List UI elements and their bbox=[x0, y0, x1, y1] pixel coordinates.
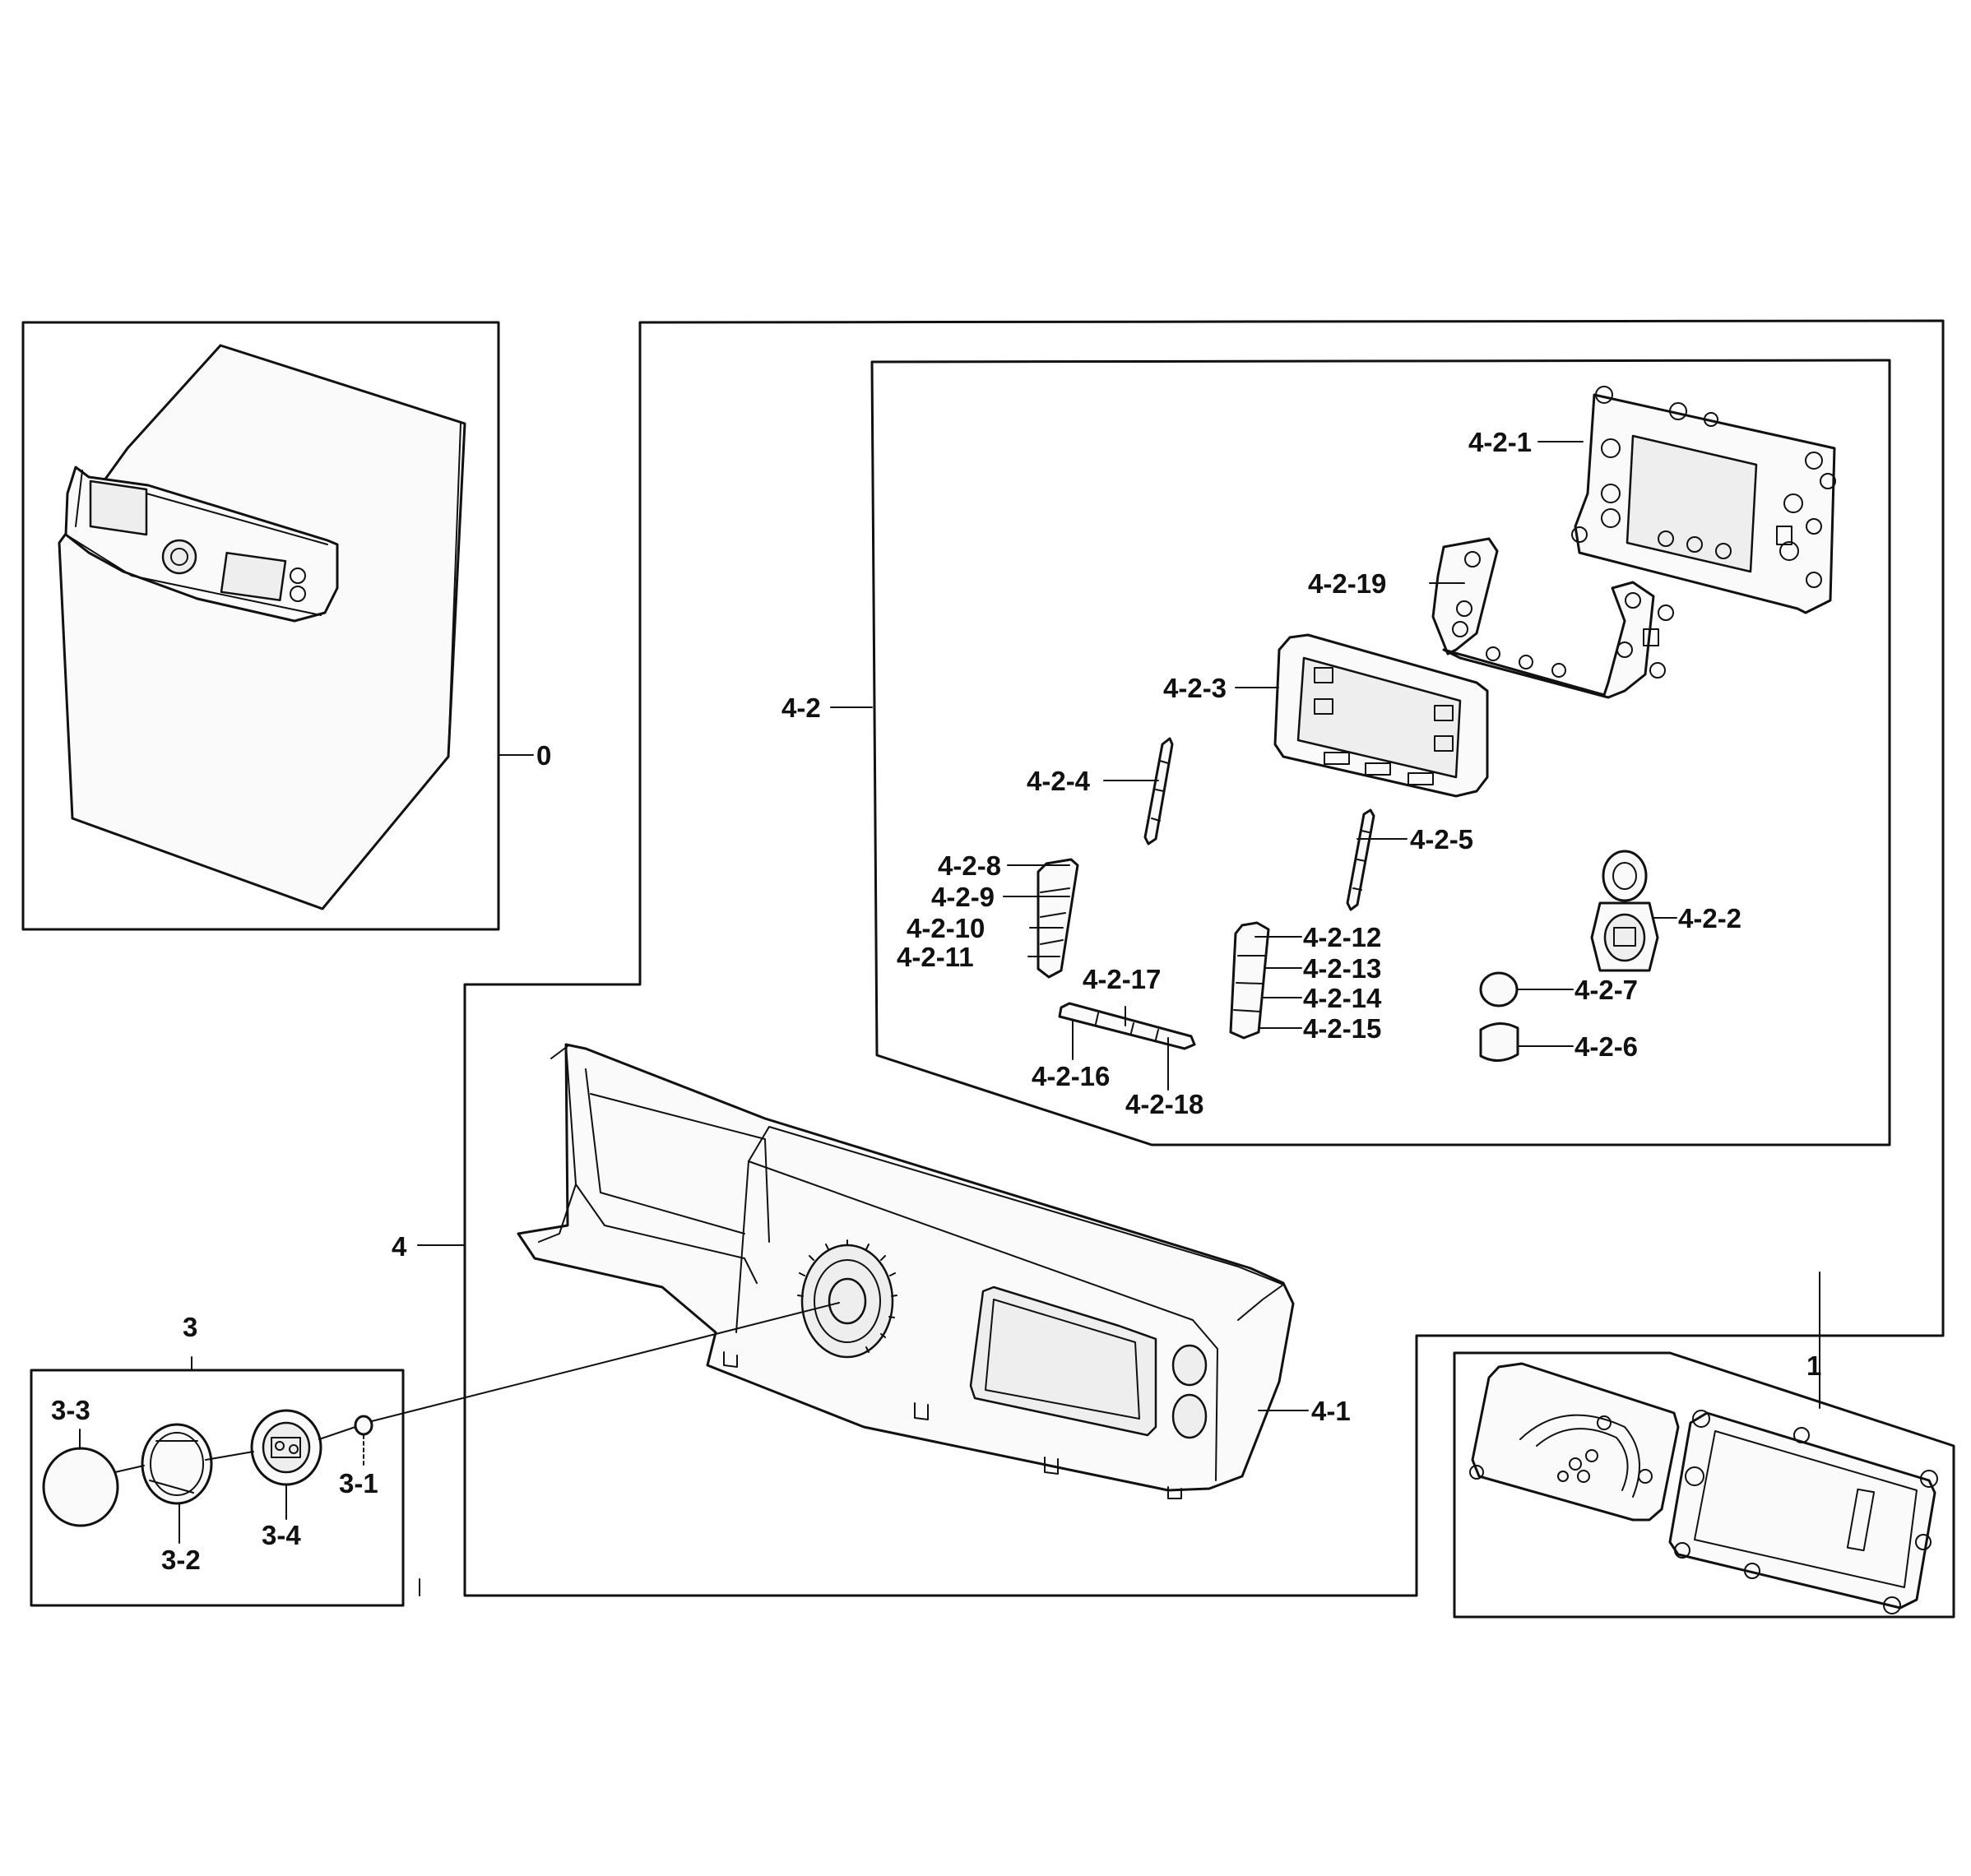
label-4-2-7: 4-2-7 bbox=[1574, 975, 1638, 1005]
label-4-2-5: 4-2-5 bbox=[1410, 824, 1473, 855]
label-3-4: 3-4 bbox=[262, 1520, 301, 1550]
label-4-2-8: 4-2-8 bbox=[938, 850, 1001, 881]
label-4-2-10: 4-2-10 bbox=[907, 913, 985, 943]
knob-assembly-part-3 bbox=[42, 1409, 373, 1527]
callout-labels: 0 1 3 3-1 3-2 3-3 3-4 4 4-1 4-2 4-2-1 4-… bbox=[51, 427, 1821, 1575]
label-4-2-6: 4-2-6 bbox=[1574, 1031, 1638, 1062]
label-4-2-14: 4-2-14 bbox=[1303, 983, 1382, 1013]
bracket-4-2-5 bbox=[1346, 808, 1375, 911]
bracket-4-2-4 bbox=[1143, 737, 1174, 845]
control-panel-frame-illustration bbox=[517, 1043, 1295, 1499]
pcb-board-4-2-1 bbox=[1571, 386, 1836, 614]
group-box-4-2 bbox=[870, 359, 1891, 1146]
group-box-4 bbox=[463, 319, 1945, 1597]
label-4-2-16: 4-2-16 bbox=[1032, 1061, 1110, 1091]
assembled-dryer-top-illustration bbox=[58, 344, 466, 910]
label-4-2-12: 4-2-12 bbox=[1303, 922, 1381, 952]
label-4-2-3: 4-2-3 bbox=[1163, 673, 1227, 703]
label-4-2: 4-2 bbox=[781, 692, 821, 723]
bar-button-4-2-16-to-18 bbox=[1058, 1002, 1196, 1050]
knob-cap-3-3 bbox=[42, 1447, 119, 1527]
button-strip-4-2-12-to-15 bbox=[1229, 921, 1270, 1040]
pcb-assembly-part-1 bbox=[1469, 1362, 1938, 1614]
display-holder-4-2-3 bbox=[1273, 633, 1489, 798]
group-box-0 bbox=[21, 321, 500, 931]
label-4-2-17: 4-2-17 bbox=[1083, 964, 1161, 994]
label-4-2-18: 4-2-18 bbox=[1125, 1089, 1203, 1119]
leader-lines bbox=[79, 441, 1820, 1596]
label-3-3: 3-3 bbox=[51, 1395, 90, 1425]
label-3-2: 3-2 bbox=[161, 1545, 201, 1575]
group-box-3 bbox=[30, 1369, 405, 1607]
label-4-1: 4-1 bbox=[1311, 1396, 1351, 1426]
knob-holder-4-2-2 bbox=[1590, 850, 1659, 972]
switch-board-4-2-19 bbox=[1431, 537, 1674, 699]
label-4-2-9: 4-2-9 bbox=[931, 882, 995, 912]
label-4-2-19: 4-2-19 bbox=[1308, 568, 1386, 599]
label-4: 4 bbox=[392, 1231, 407, 1262]
label-0: 0 bbox=[536, 740, 551, 771]
label-1: 1 bbox=[1806, 1350, 1821, 1381]
button-strip-4-2-8-to-11 bbox=[1037, 858, 1079, 979]
label-4-2-4: 4-2-4 bbox=[1027, 766, 1091, 796]
knob-nut-3-1 bbox=[354, 1415, 373, 1436]
button-cap-4-2-6 bbox=[1479, 1022, 1519, 1062]
label-4-2-15: 4-2-15 bbox=[1303, 1013, 1381, 1044]
label-3-1: 3-1 bbox=[339, 1468, 378, 1498]
button-cap-4-2-7 bbox=[1479, 971, 1519, 1007]
group-box-1 bbox=[1453, 1351, 1955, 1619]
label-4-2-1: 4-2-1 bbox=[1468, 427, 1532, 457]
knob-ring-3-2 bbox=[141, 1423, 213, 1505]
label-4-2-2: 4-2-2 bbox=[1678, 903, 1741, 933]
label-3: 3 bbox=[183, 1312, 197, 1342]
label-4-2-13: 4-2-13 bbox=[1303, 953, 1381, 984]
label-4-2-11: 4-2-11 bbox=[897, 942, 974, 972]
